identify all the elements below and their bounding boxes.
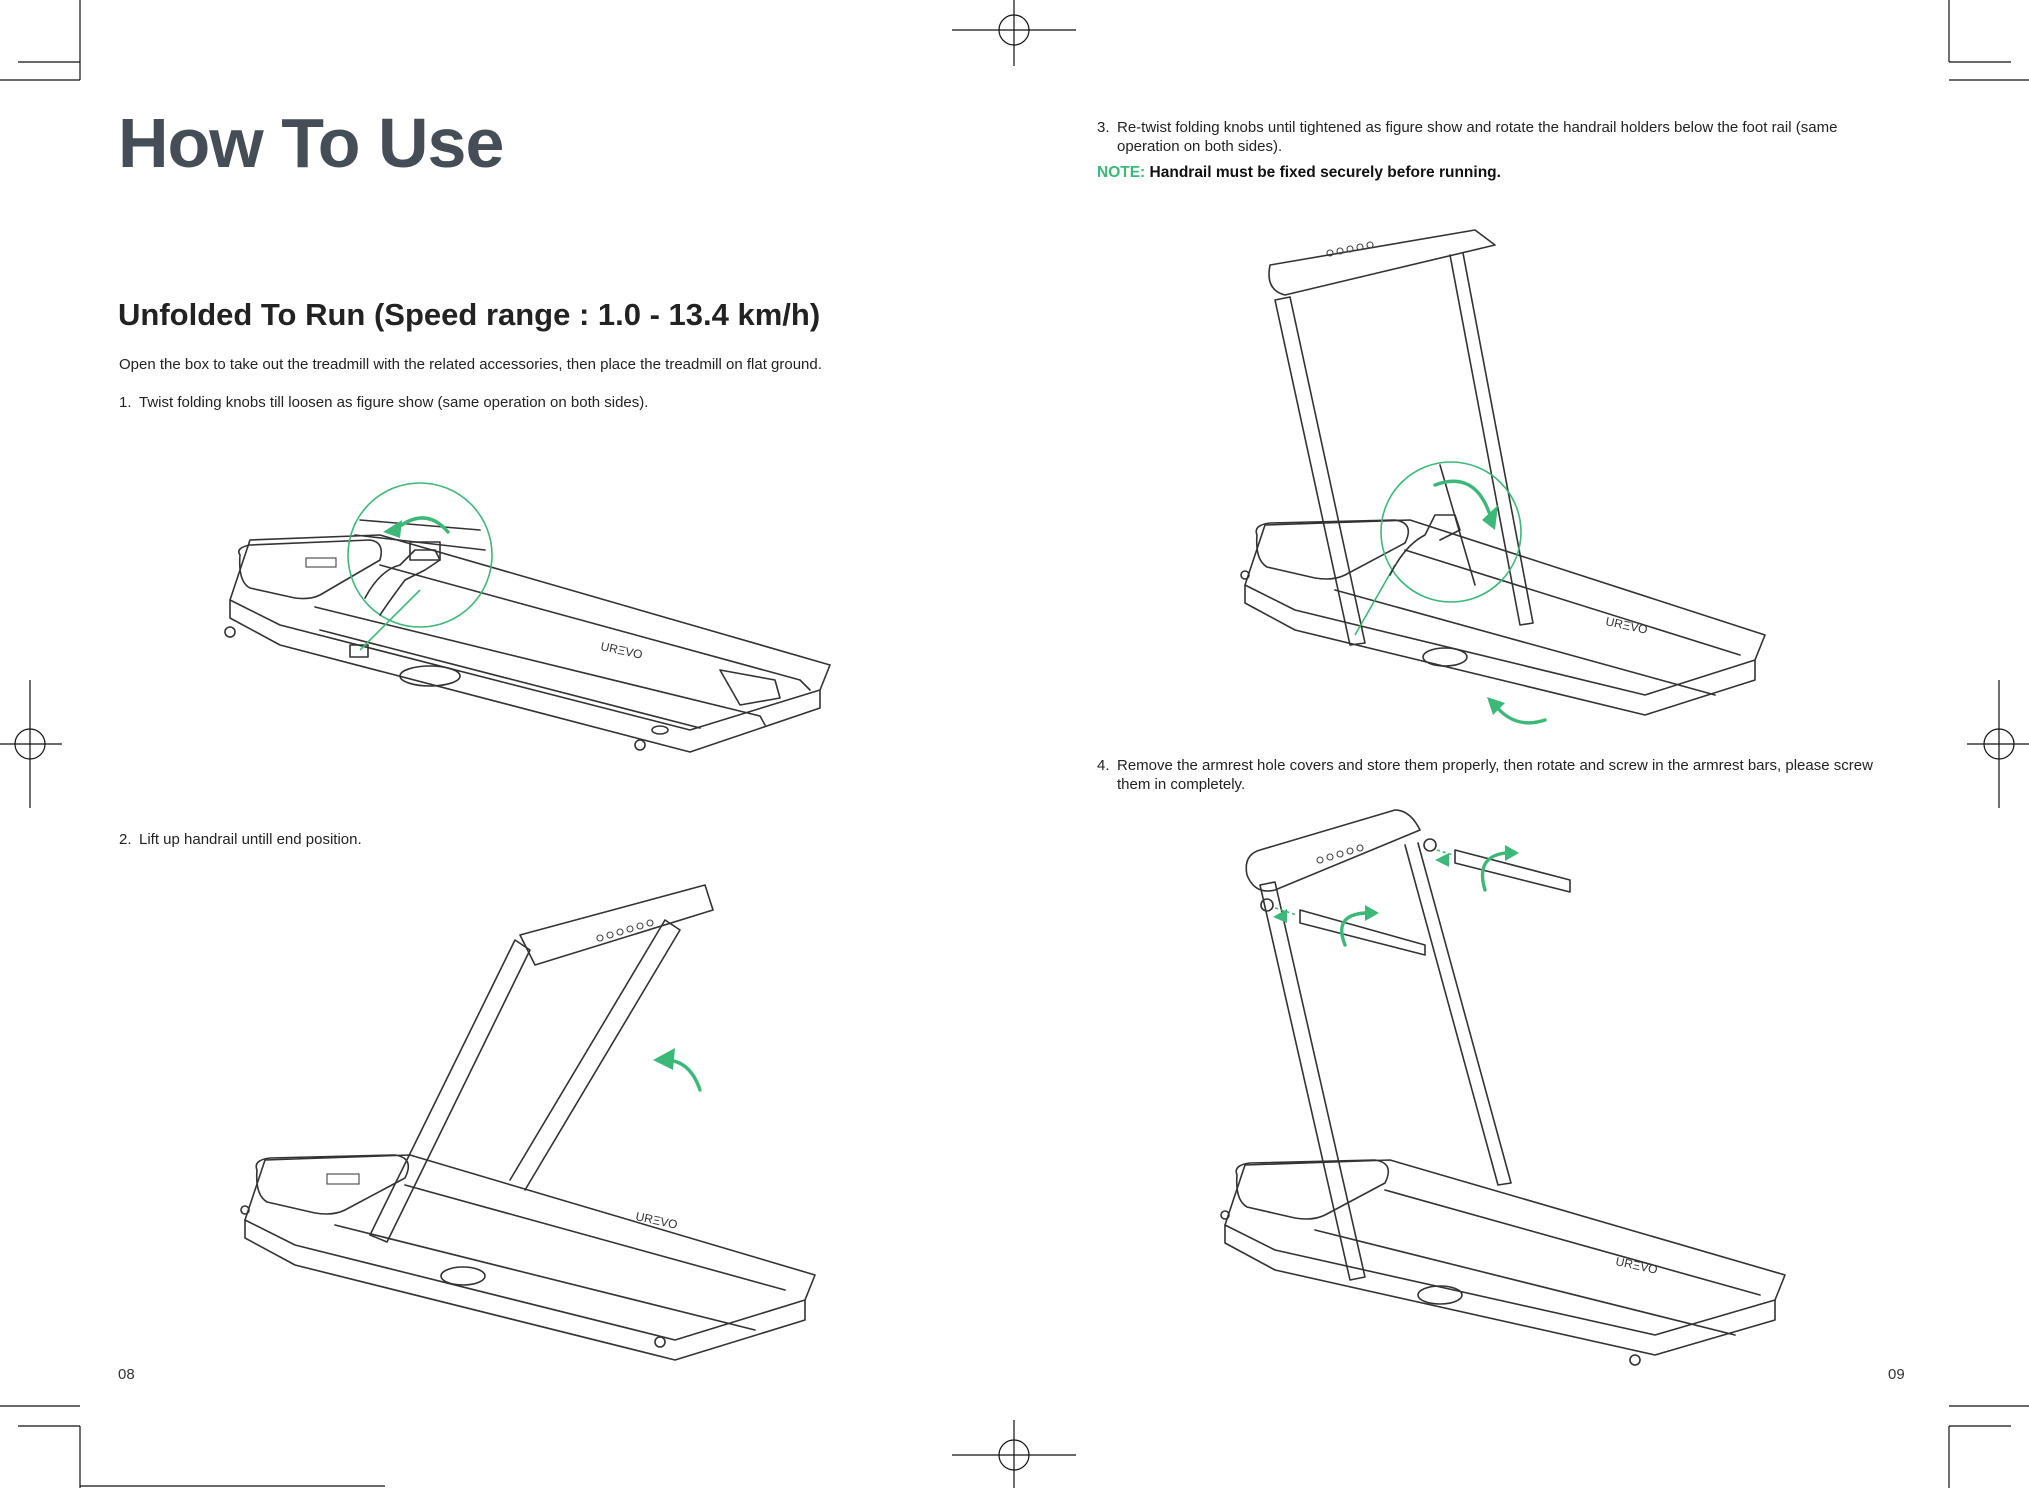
step-1: 1. Twist folding knobs till loosen as fi… [119, 393, 959, 412]
note-label: NOTE: [1097, 164, 1146, 181]
svg-text:URΞVO: URΞVO [1614, 1254, 1658, 1277]
note-text: Handrail must be fixed securely before r… [1149, 164, 1501, 181]
page-number-left: 08 [118, 1366, 135, 1383]
intro-text: Open the box to take out the treadmill w… [119, 356, 822, 373]
svg-text:URΞVO: URΞVO [599, 639, 643, 662]
step-2: 2. Lift up handrail untill end position. [119, 830, 959, 849]
step-4: 4. Remove the armrest hole covers and st… [1097, 756, 1897, 794]
step-number: 2. [119, 831, 132, 848]
page-number-right: 09 [1888, 1366, 1905, 1383]
section-title: Unfolded To Run (Speed range : 1.0 - 13.… [118, 297, 821, 332]
figure-step-1: URΞVO [224, 482, 831, 753]
page-title: How To Use [118, 104, 504, 182]
step-number: 1. [119, 394, 132, 411]
figure-step-4: URΞVO [1220, 809, 1786, 1366]
figure-step-2: URΞVO [240, 884, 816, 1361]
step-text: Re-twist folding knobs until tightened a… [1117, 119, 1838, 155]
step-3: 3. Re-twist folding knobs until tightene… [1097, 118, 1897, 156]
step-text: Twist folding knobs till loosen as figur… [139, 394, 649, 411]
svg-text:URΞVO: URΞVO [1604, 614, 1648, 637]
step-number: 4. [1097, 757, 1110, 774]
step-text: Lift up handrail untill end position. [139, 831, 362, 848]
step-number: 3. [1097, 119, 1110, 136]
figure-step-3: URΞVO [1240, 229, 1766, 725]
note-line: NOTE: Handrail must be fixed securely be… [1097, 164, 1501, 182]
step-text: Remove the armrest hole covers and store… [1117, 757, 1873, 793]
